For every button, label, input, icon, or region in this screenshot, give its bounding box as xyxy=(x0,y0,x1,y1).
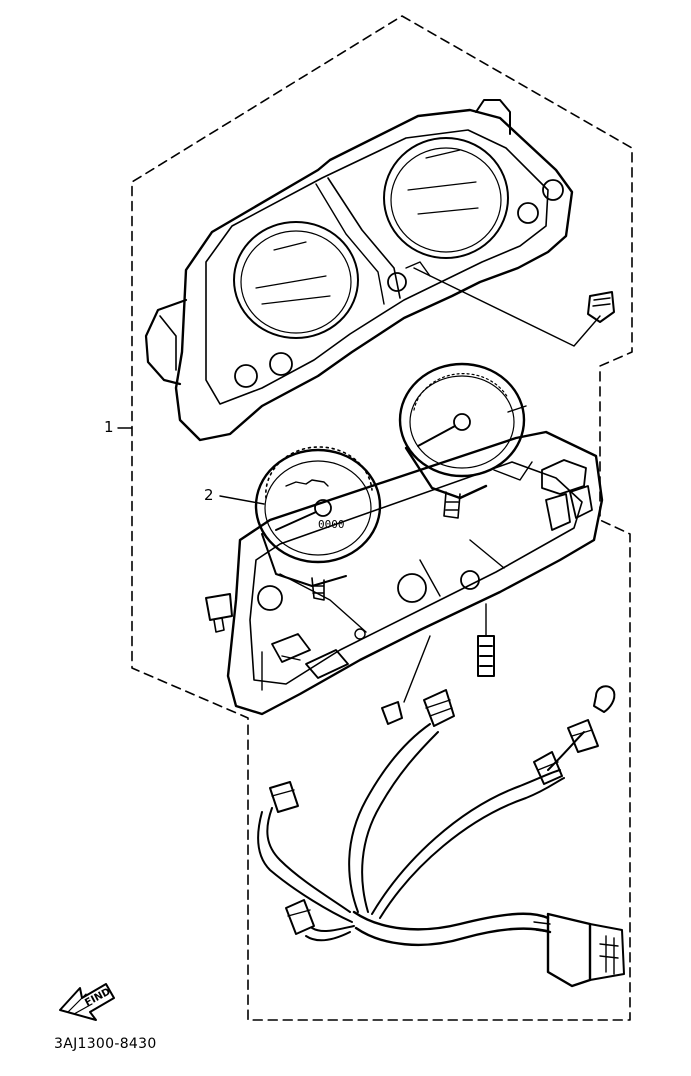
speedometer-gauge: 0000 xyxy=(254,446,382,587)
callout-2: 2 xyxy=(204,486,265,505)
meter-cover xyxy=(144,99,574,442)
housing-screws xyxy=(381,603,495,725)
callout-label-1: 1 xyxy=(104,418,114,436)
find-arrow-icon: FIND xyxy=(59,983,115,1021)
diagram-code: 3AJ1300-8430 xyxy=(54,1036,157,1052)
cover-screw xyxy=(413,267,615,347)
tachometer-gauge xyxy=(398,362,533,500)
callout-1: 1 xyxy=(104,418,133,436)
wiring-harness xyxy=(257,685,625,988)
odometer-digits: 0000 xyxy=(318,518,345,531)
assembly-boundary xyxy=(131,15,633,1021)
callout-label-2: 2 xyxy=(204,486,214,504)
meter-housing xyxy=(205,430,604,716)
